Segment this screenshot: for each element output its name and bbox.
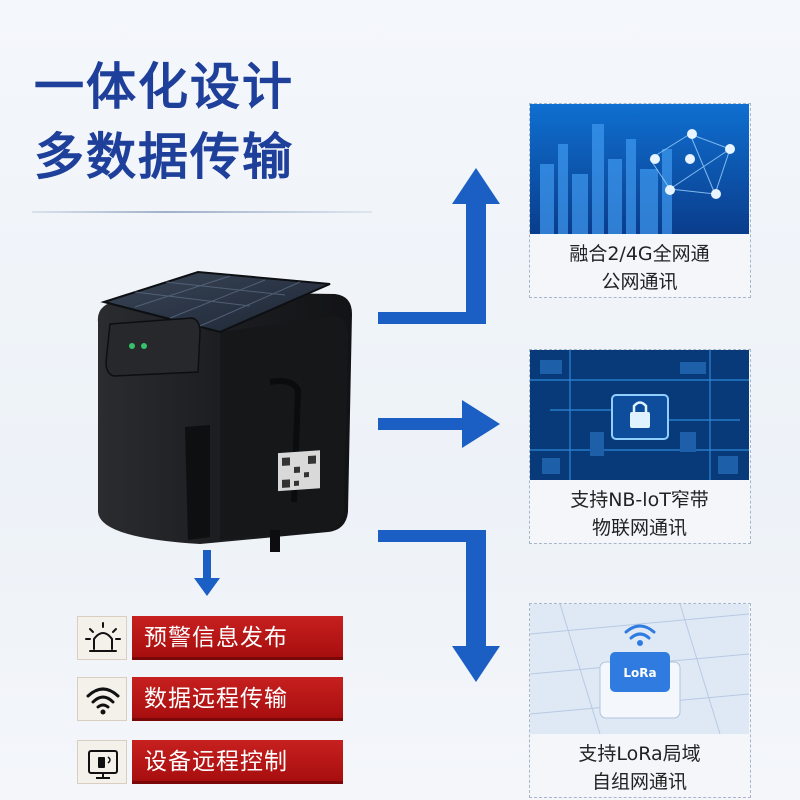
wifi-icon: [77, 677, 127, 721]
card-4g: 融合2/4G全网通 公网通讯: [529, 103, 751, 298]
headline-line-1: 一体化设计: [34, 58, 294, 116]
card-4g-line-1: 融合2/4G全网通: [569, 243, 710, 265]
arrow-to-nbiot: [378, 400, 500, 448]
feature-control-label: 设备远程控制: [132, 740, 343, 784]
card-nbiot: 支持NB-loT窄带 物联网通讯: [529, 349, 751, 544]
card-lora-line-1: 支持LoRa局域: [578, 743, 701, 765]
card-nbiot-line-2: 物联网通讯: [591, 517, 687, 539]
feature-transfer-label: 数据远程传输: [132, 677, 343, 721]
feature-control: 设备远程控制: [77, 740, 343, 784]
feature-alert: 预警信息发布: [77, 616, 343, 660]
card-4g-caption: 融合2/4G全网通 公网通讯: [530, 236, 749, 296]
card-nbiot-line-1: 支持NB-loT窄带: [570, 489, 709, 511]
headline-line-2: 多数据传输: [34, 128, 294, 186]
city-network-image: [530, 104, 749, 234]
circuit-board-image: [530, 350, 749, 480]
card-lora-caption: 支持LoRa局域 自组网通讯: [530, 736, 749, 796]
arrow-to-4g: [378, 168, 500, 324]
feature-alert-label: 预警信息发布: [132, 616, 343, 660]
arrow-to-features: [194, 550, 220, 596]
card-4g-line-2: 公网通讯: [601, 271, 678, 293]
device-illustration: [97, 270, 352, 552]
card-nbiot-caption: 支持NB-loT窄带 物联网通讯: [530, 482, 749, 542]
alarm-light-icon: [77, 616, 127, 660]
card-lora-line-2: 自组网通讯: [591, 771, 687, 793]
lora-module-image: LoRa: [530, 604, 749, 734]
lora-badge: LoRa: [623, 666, 656, 680]
remote-control-icon: [77, 740, 127, 784]
feature-transfer: 数据远程传输: [77, 677, 343, 721]
card-lora: LoRa 支持LoRa局域 自组网通讯: [529, 603, 751, 798]
divider: [32, 211, 372, 213]
arrow-to-lora: [378, 530, 500, 682]
